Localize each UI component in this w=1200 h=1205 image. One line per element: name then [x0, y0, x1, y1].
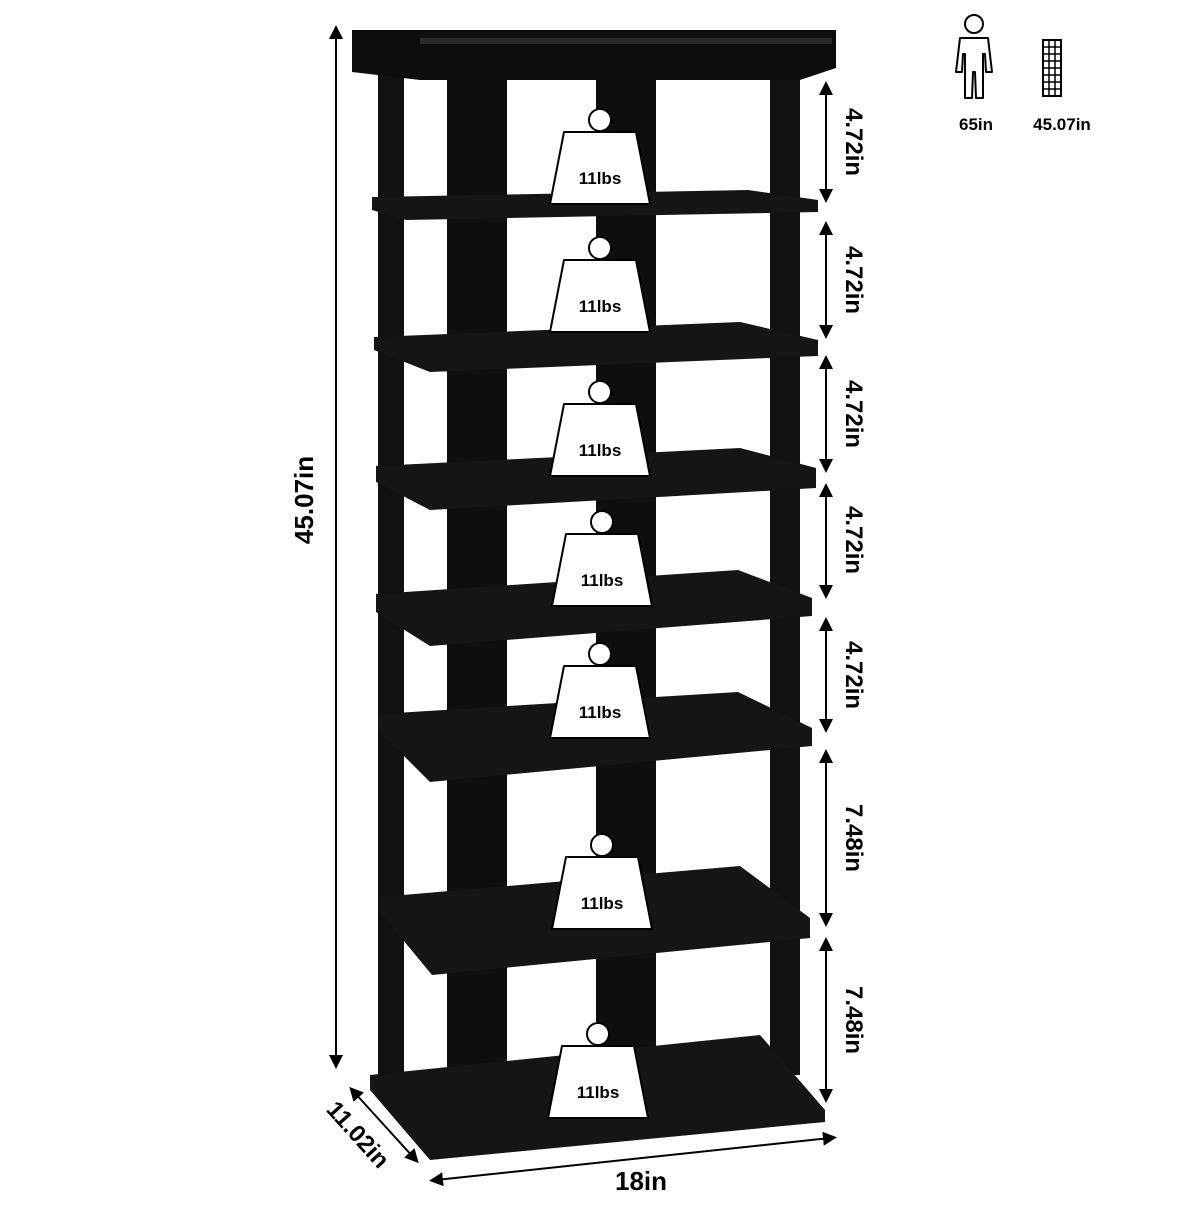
- width-dimension: 18in: [429, 1131, 837, 1196]
- shelf-2: [374, 322, 818, 372]
- weight-icon: 11lbs: [549, 108, 651, 205]
- weight-icon: 11lbs: [551, 510, 653, 607]
- top-tray: [352, 30, 836, 80]
- shelf-3: [376, 448, 816, 510]
- gap-label: 7.48in: [840, 804, 867, 872]
- gap-label: 4.72in: [840, 506, 867, 574]
- depth-label: 11.02in: [321, 1096, 395, 1174]
- gap-label: 4.72in: [840, 108, 867, 176]
- weight-icon: 11lbs: [551, 833, 653, 930]
- gap-dimension: 4.72in: [819, 617, 867, 733]
- gap-dimension: 4.72in: [819, 483, 867, 599]
- gap-label: 7.48in: [840, 986, 867, 1054]
- weight-label: 11lbs: [579, 703, 622, 722]
- person-height-label: 65in: [959, 115, 993, 134]
- width-label: 18in: [615, 1166, 667, 1196]
- gap-label: 4.72in: [840, 641, 867, 709]
- weight-label: 11lbs: [579, 169, 622, 188]
- weight-icon: 11lbs: [547, 1022, 649, 1119]
- weight-icon: 11lbs: [549, 236, 651, 333]
- shelf-gap-dimensions: 4.72in 4.72in 4.72in 4.72in 4.72in 7.48i…: [819, 81, 867, 1103]
- weight-label: 11lbs: [577, 1083, 620, 1102]
- gap-dimension: 4.72in: [819, 221, 867, 339]
- weight-label: 11lbs: [579, 441, 622, 460]
- gap-label: 4.72in: [840, 380, 867, 448]
- rack-frame: [352, 30, 836, 1075]
- top-tray-lip: [420, 38, 832, 44]
- weight-icons: 11lbs 11lbs 11lbs 11lbs 11lbs 11lbs: [547, 108, 653, 1119]
- weight-icon: 11lbs: [549, 380, 651, 477]
- weight-icon: 11lbs: [549, 642, 651, 739]
- rack-height-label: 45.07in: [1033, 115, 1091, 134]
- weight-label: 11lbs: [581, 571, 624, 590]
- gap-label: 4.72in: [840, 246, 867, 314]
- weight-label: 11lbs: [581, 894, 624, 913]
- person-icon: [955, 14, 993, 99]
- mini-rack-icon: [1042, 39, 1062, 97]
- gap-dimension: 7.48in: [819, 749, 867, 927]
- height-dimension: 45.07in: [289, 25, 343, 1069]
- total-height-label: 45.07in: [289, 456, 319, 544]
- gap-dimension: 4.72in: [819, 355, 867, 473]
- gap-dimension: 4.72in: [819, 81, 867, 203]
- gap-dimension: 7.48in: [819, 937, 867, 1103]
- weight-label: 11lbs: [579, 297, 622, 316]
- shelf-4: [376, 570, 812, 646]
